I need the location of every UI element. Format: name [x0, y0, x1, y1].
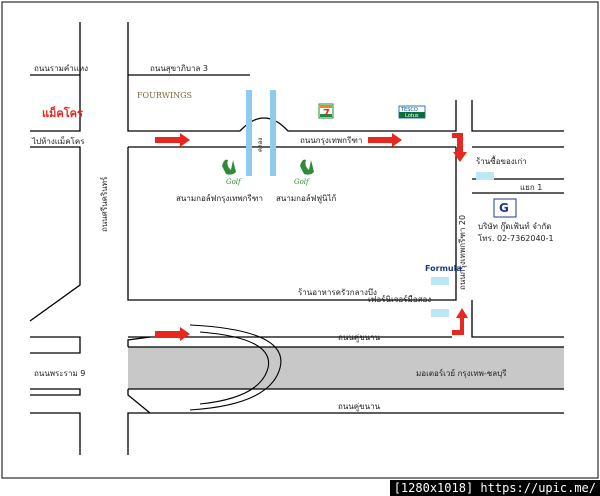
- fourwings-logo: FOURWINGS: [137, 91, 192, 100]
- arrow-down-icon: [452, 133, 467, 162]
- label-phone: โทร. 02-7362040-1: [478, 234, 554, 243]
- svg-text:TESCO: TESCO: [400, 107, 418, 113]
- company-logo: G: [493, 198, 517, 218]
- formula-logo: Formula: [425, 264, 462, 273]
- route-arrows: [155, 133, 468, 341]
- label-road-kudan-bottom: ถนนคู่ขนาน: [338, 402, 381, 411]
- label-restaurant: ร้านอาหารครัวกลางบึง: [298, 288, 377, 297]
- label-intersection: แยก 1: [520, 183, 543, 192]
- label-company: บริษัท กู๊ดเฟ้นท์ จำกัด: [478, 222, 552, 231]
- furniture-marker: [431, 309, 449, 317]
- label-motorway: มอเตอร์เวย์ กรุงเทพ-ชลบุรี: [416, 369, 507, 378]
- label-soi20: ถนนกรุงเทพกรีฑา 20: [458, 214, 467, 290]
- svg-text:FOURWINGS: FOURWINGS: [137, 91, 192, 100]
- image-host-footer: [1280x1018] https://upic.me/: [389, 480, 600, 496]
- canal-right: [270, 90, 276, 176]
- golf-icon: Golf: [222, 159, 242, 186]
- golf-icon: Golf: [294, 159, 314, 186]
- motorway-band: [128, 347, 564, 389]
- label-road-rama9: ถนนพระราม 9: [34, 369, 86, 378]
- svg-text:7: 7: [323, 108, 330, 119]
- label-road-srinakarin: ถนนศรีนครินทร์: [100, 176, 109, 232]
- interchange-loops: [189, 324, 282, 411]
- makro-logo: แม็คโคร: [40, 106, 83, 120]
- shop-marker: [476, 172, 494, 180]
- arrow-right-icon: [368, 133, 402, 147]
- arrow-right-icon: [155, 327, 190, 341]
- label-road-krungthep-kreetha: ถนนกรุงเทพกรีฑา: [300, 136, 363, 145]
- map-frame: [1, 1, 599, 479]
- canal-left: [246, 90, 252, 176]
- label-furniture: เฟอร์นิเจอร์มือสอง: [368, 295, 432, 304]
- label-road-kudan: ถนนคู่ขนาน: [338, 333, 381, 342]
- tesco-lotus-logo: TESCO Lotus: [398, 105, 426, 119]
- svg-text:แม็คโคร: แม็คโคร: [42, 106, 83, 120]
- arrow-down-icon: [452, 308, 468, 335]
- label-canal: คลอง: [257, 137, 264, 152]
- label-golf-fuwilai: สนามกอล์ฟฟูนิไก้: [276, 194, 337, 203]
- label-golf-krungthep: สนามกอล์ฟกรุงเทพกรีฑา: [176, 194, 263, 203]
- label-road-ramkhamhaeng: ถนนรามคำแหง: [34, 64, 89, 73]
- label-soi-sukhaphiban3: ถนนสุขาภิบาล 3: [150, 64, 209, 73]
- label-shop: ร้านซื้อของเก่า: [476, 157, 527, 166]
- formula-marker: [431, 277, 449, 285]
- svg-text:Golf: Golf: [294, 178, 310, 186]
- svg-text:G: G: [499, 201, 509, 215]
- label-to-bangkapi: ไปห้างแม็คโคร: [32, 137, 85, 146]
- seven-eleven-logo: 7: [318, 103, 334, 119]
- svg-text:Golf: Golf: [226, 178, 242, 186]
- arrow-right-icon: [155, 133, 190, 147]
- svg-text:Lotus: Lotus: [405, 113, 419, 119]
